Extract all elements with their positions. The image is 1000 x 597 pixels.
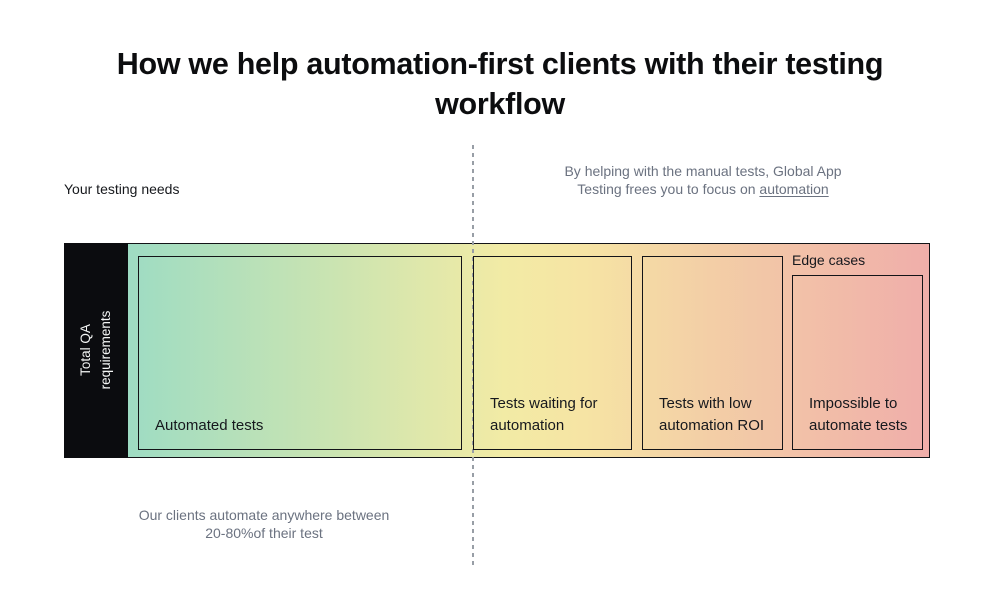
bottom-annotation-line1: Our clients automate anywhere between <box>138 507 390 523</box>
your-testing-needs-caption: Your testing needs <box>64 181 180 197</box>
edge-cases-group-label: Edge cases <box>792 252 866 268</box>
segment-label: Impossible to automate tests <box>809 395 908 434</box>
total-qa-label: Total QA requirements <box>78 310 113 390</box>
total-qa-label-box: Total QA requirements <box>64 243 128 458</box>
qa-requirements-bar: Total QA requirements Automated tests Te… <box>64 243 930 458</box>
segment-tests-with-low-automation-roi: Tests with low automation ROI <box>642 256 783 450</box>
right-annotation-line1: By helping with the manual tests, Global… <box>564 163 842 179</box>
segment-automated-tests: Automated tests <box>138 256 462 450</box>
segment-label: Automated tests <box>155 417 264 434</box>
bar-gradient-background <box>128 243 930 458</box>
title-pre: How we help <box>116 47 307 81</box>
segment-label: Tests with low automation ROI <box>659 395 765 434</box>
right-annotation-line2: Testing frees you to focus on automation <box>520 181 886 199</box>
bottom-annotation: Our clients automate anywhere between 20… <box>64 506 464 542</box>
segment-tests-waiting-for-automation: Tests waiting for automation <box>473 256 632 450</box>
page-title: How we help automation-first clients wit… <box>70 44 930 124</box>
right-annotation: By helping with the manual tests, Global… <box>520 163 886 198</box>
segment-impossible-to-automate: Impossible to automate tests <box>792 275 923 450</box>
title-keyword: automation-first <box>306 47 534 81</box>
segment-label: Tests waiting for automation <box>490 395 598 434</box>
right-annotation-line2-text: Testing frees you to focus on <box>577 180 760 197</box>
title-post: clients with their testing workflow <box>435 47 884 121</box>
bottom-annotation-line2: 20-80%of their test <box>205 525 323 541</box>
automation-link[interactable]: automation <box>759 180 829 197</box>
